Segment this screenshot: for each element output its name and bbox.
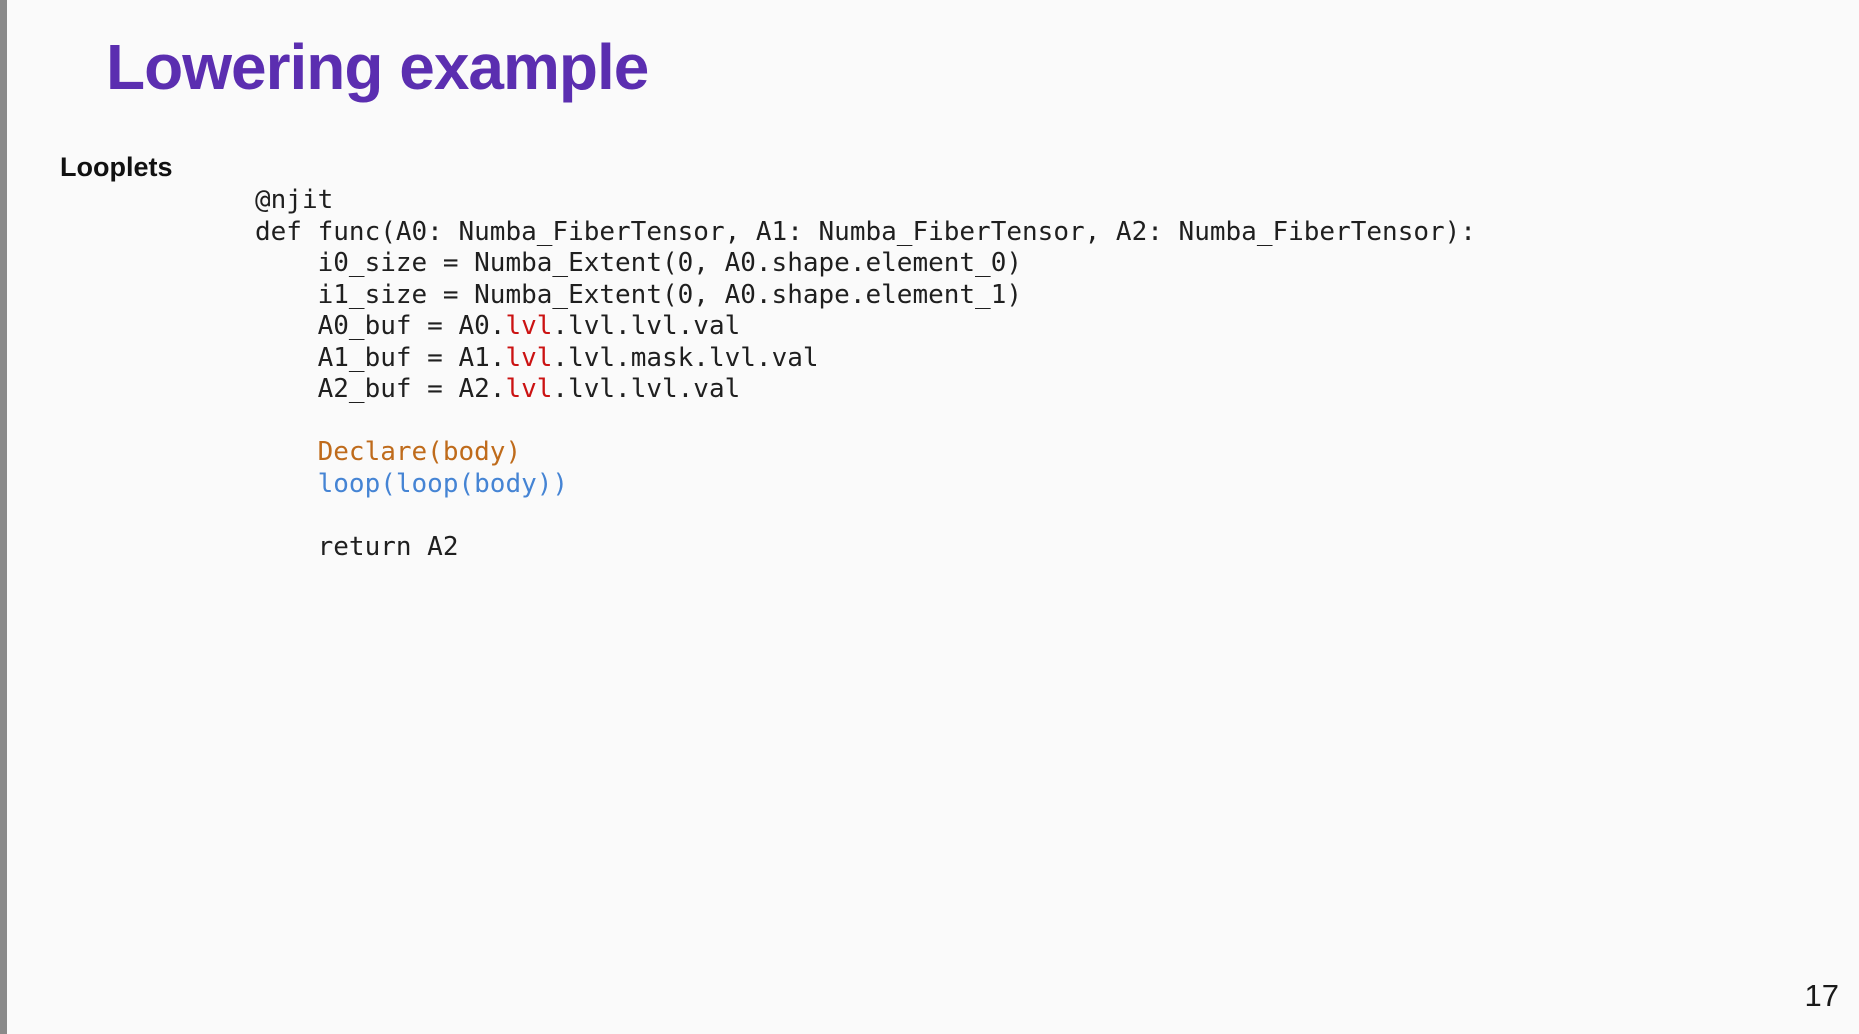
window-edge-bar — [0, 0, 7, 1034]
code-segment-plain: A0_buf = A0. — [255, 311, 506, 341]
code-segment-orange: Declare(body) — [255, 437, 522, 467]
code-segment-plain: i0_size = Numba_Extent(0, A0.shape.eleme… — [255, 248, 1023, 278]
code-segment-red: lvl — [505, 311, 553, 341]
page-number: 17 — [1804, 978, 1839, 1013]
code-segment-plain: def func(A0: Numba_FiberTensor, A1: Numb… — [255, 216, 1476, 247]
code-segment-plain: A1_buf = A1. — [255, 342, 506, 373]
code-segment-plain: .lvl.mask.lvl.val — [552, 342, 819, 373]
code-block: @njit def func(A0: Numba_FiberTensor, A1… — [255, 185, 1476, 563]
section-label: Looplets — [60, 152, 173, 182]
code-segment-blue: loop(loop(body)) — [255, 468, 569, 499]
code-segment-red: lvl — [505, 342, 553, 373]
code-segment-plain: i1_size = Numba_Extent(0, A0.shape.eleme… — [255, 279, 1023, 310]
code-segment-plain: return A2 — [255, 531, 459, 562]
code-segment-plain: .lvl.lvl.val — [552, 311, 741, 341]
code-segment-plain: A2_buf = A2. — [255, 374, 506, 404]
code-segment-plain: .lvl.lvl.val — [552, 374, 741, 404]
slide-title: Lowering example — [106, 31, 649, 103]
code-segment-plain: @njit — [255, 185, 334, 215]
code-segment-red: lvl — [505, 374, 553, 404]
